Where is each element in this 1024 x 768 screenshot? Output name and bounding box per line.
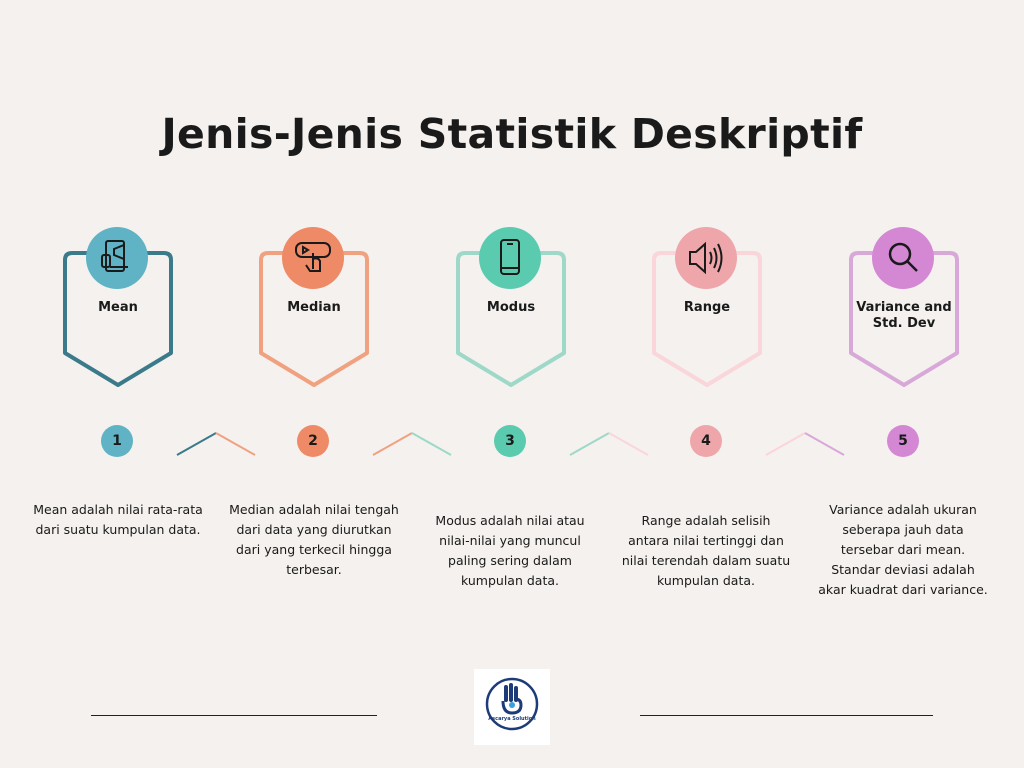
shield-outline — [259, 251, 369, 387]
connector-line — [569, 432, 649, 456]
smartphone-icon — [500, 239, 520, 275]
step-label: Range — [683, 300, 731, 315]
step-number-badge: 1 — [101, 425, 133, 457]
step-description: Variance adalah ukuran seberapa jauh dat… — [818, 502, 988, 597]
step-description: Modus adalah nilai atau nilai-nilai yang… — [435, 513, 585, 588]
step-card-range: Range — [651, 225, 763, 390]
connector-line — [372, 432, 452, 456]
shield-outline — [652, 251, 762, 387]
shield-outline — [63, 251, 173, 387]
badge — [280, 225, 346, 291]
step-number-badge: 3 — [494, 425, 526, 457]
company-logo: Ascarya Solution — [474, 669, 550, 745]
ascarya-logo-mark — [485, 677, 539, 731]
step-description: Range adalah selisih antara nilai tertin… — [621, 513, 791, 588]
badge — [477, 225, 543, 291]
touch-screen-icon — [295, 242, 331, 272]
step-description: Mean adalah nilai rata-rata dari suatu k… — [33, 502, 203, 537]
step-label: Mean — [98, 300, 138, 315]
badge — [673, 225, 739, 291]
shield-outline — [849, 251, 959, 387]
step-card-modus: Modus — [455, 225, 567, 390]
step-label: Median — [287, 300, 341, 315]
step-card-median: Median — [258, 225, 370, 390]
footer-rule-right — [640, 715, 933, 716]
step-card-variance: Variance and Std. Dev — [848, 225, 960, 390]
tablet-megaphone-icon — [101, 240, 128, 272]
page-title: Jenis-Jenis Statistik Deskriptif — [161, 110, 863, 158]
magnifier-icon — [888, 242, 918, 272]
speaker-icon — [689, 241, 723, 275]
step-number: 2 — [308, 433, 318, 449]
step-label: Variance and Std. Dev — [856, 300, 952, 331]
badge — [870, 225, 936, 291]
connector-line — [765, 432, 845, 456]
step-label: Modus — [486, 300, 536, 315]
logo-text: Ascarya Solution — [488, 716, 536, 722]
footer-rule-left — [91, 715, 377, 716]
step-number: 5 — [898, 433, 908, 449]
step-number: 1 — [112, 433, 122, 449]
step-number-badge: 5 — [887, 425, 919, 457]
step-number: 3 — [505, 433, 515, 449]
badge — [84, 225, 150, 291]
shield-outline — [456, 251, 566, 387]
step-number: 4 — [701, 433, 711, 449]
step-card-mean: Mean — [62, 225, 174, 390]
connector-line — [176, 432, 256, 456]
step-description: Median adalah nilai tengah dari data yan… — [229, 502, 399, 577]
step-number-badge: 2 — [297, 425, 329, 457]
step-number-badge: 4 — [690, 425, 722, 457]
